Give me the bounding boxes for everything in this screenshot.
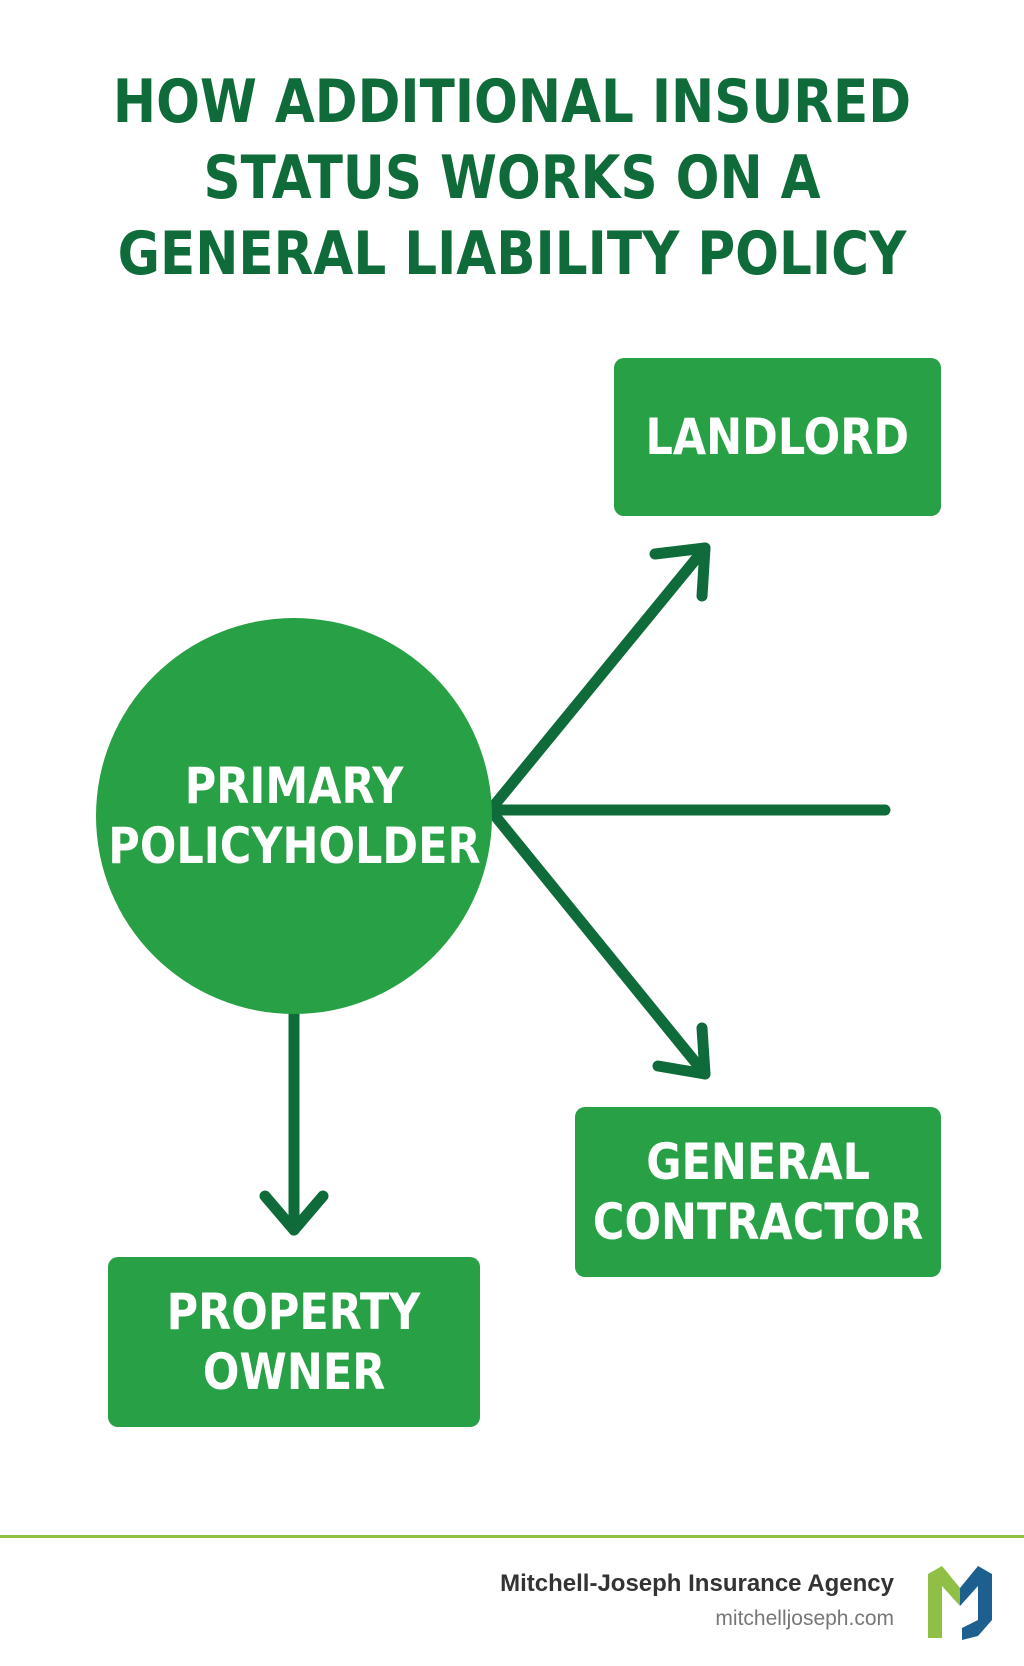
primary-policyholder-label-line-2: POLICYHOLDER xyxy=(107,817,481,875)
agency-name: Mitchell-Joseph Insurance Agency xyxy=(500,1570,894,1597)
footer-divider xyxy=(0,1535,1024,1538)
primary-policyholder-label-line-1: PRIMARY xyxy=(184,757,404,815)
page-title: HOW ADDITIONAL INSURED STATUS WORKS ON A… xyxy=(106,64,918,292)
property-owner-label-line-1: PROPERTY xyxy=(167,1283,421,1341)
arrowhead-general-contractor xyxy=(652,1022,711,1080)
landlord-label: LANDLORD xyxy=(645,408,910,466)
title-line-2: STATUS WORKS ON A xyxy=(203,143,821,213)
arrow-to-general-contractor xyxy=(486,806,711,1080)
primary-policyholder-node: PRIMARY POLICYHOLDER xyxy=(96,618,492,1014)
general-contractor-label-line-2: CONTRACTOR xyxy=(592,1193,924,1251)
title-line-1: HOW ADDITIONAL INSURED xyxy=(112,67,912,137)
mj-logo-icon xyxy=(928,1566,992,1640)
landlord-node: LANDLORD xyxy=(614,358,941,516)
title-line-3: GENERAL LIABILITY POLICY xyxy=(117,219,907,289)
arrow-to-landlord xyxy=(486,542,711,814)
general-contractor-label-line-1: GENERAL xyxy=(646,1133,870,1191)
property-owner-label-line-2: OWNER xyxy=(202,1343,386,1401)
arrowhead-landlord xyxy=(649,542,711,602)
general-contractor-node: GENERAL CONTRACTOR xyxy=(575,1107,941,1277)
arrowhead-property-owner xyxy=(259,1190,329,1236)
property-owner-node: PROPERTY OWNER xyxy=(108,1257,480,1427)
agency-url: mitchelljoseph.com xyxy=(715,1607,894,1630)
